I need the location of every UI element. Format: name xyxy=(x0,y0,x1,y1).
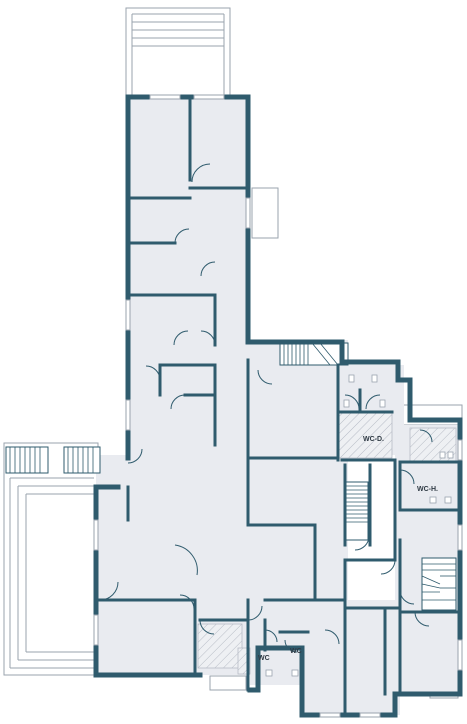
left-terrace xyxy=(3,442,99,676)
room-label-wc-1: WC xyxy=(258,655,270,662)
room-label-wc-d: WC-D. xyxy=(363,436,384,443)
stairs-center xyxy=(345,481,369,541)
stairs-spiral xyxy=(421,557,457,611)
fixtures xyxy=(265,374,454,677)
room-label-wc-2: WC xyxy=(290,648,302,655)
windows xyxy=(93,94,463,718)
stairs-top-landing xyxy=(279,342,349,366)
room-label-wc-h: WC-H. xyxy=(417,486,438,493)
wet-rooms xyxy=(197,411,457,675)
doors xyxy=(99,163,433,653)
top-balcony xyxy=(125,7,231,99)
walls xyxy=(93,94,463,718)
stairs-terrace-left xyxy=(5,446,49,474)
stairs-terrace-right xyxy=(63,446,101,474)
